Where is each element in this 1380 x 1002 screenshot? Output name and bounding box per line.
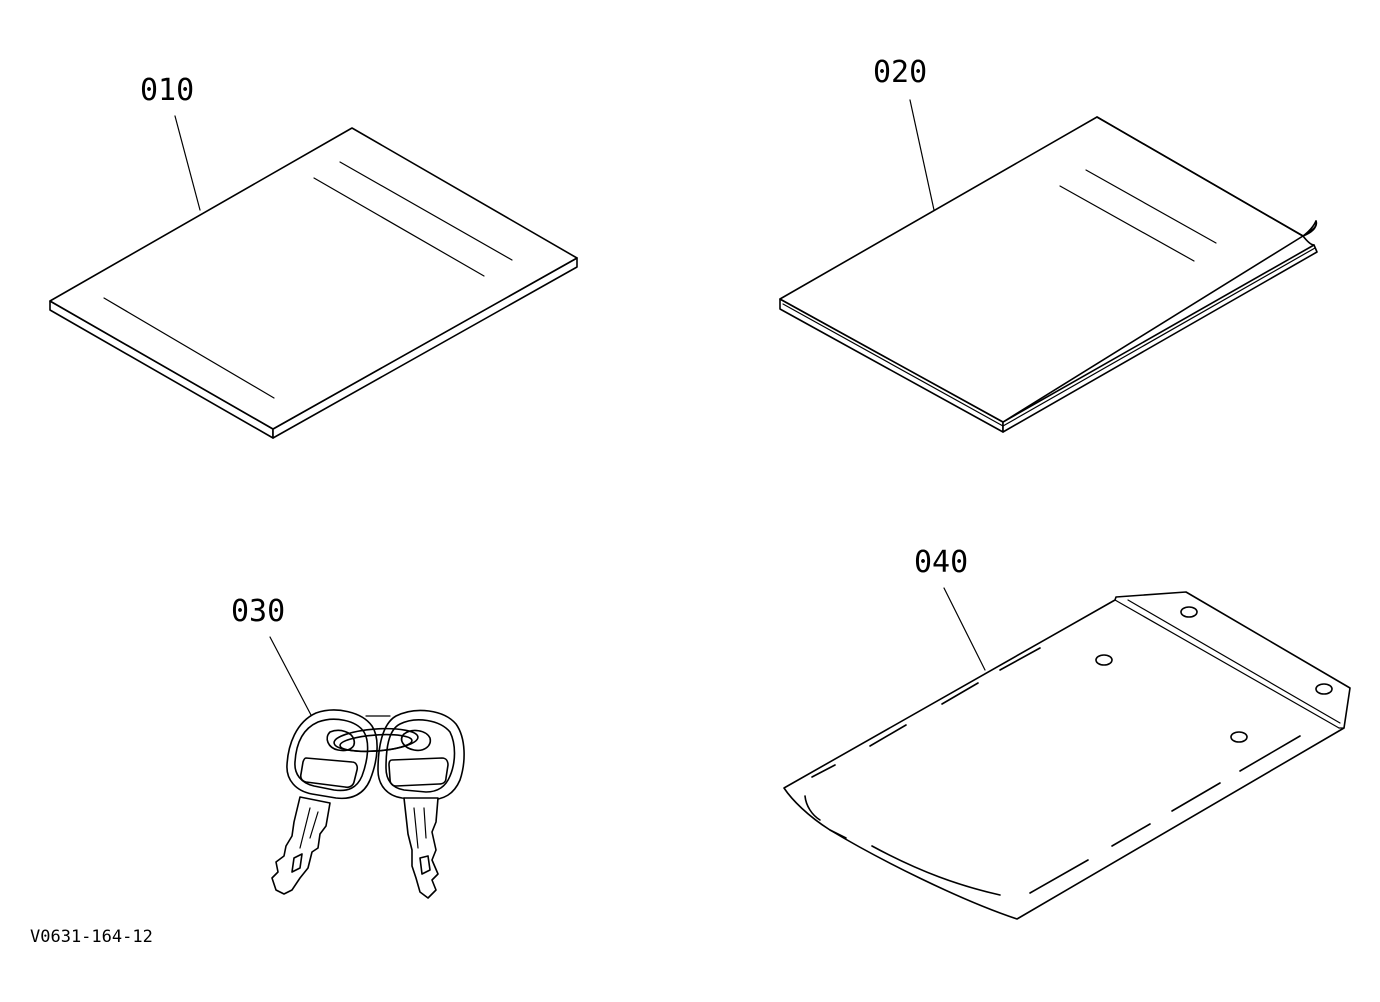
part-030: 030	[231, 594, 465, 899]
leader-line-040	[943, 587, 986, 671]
leader-line-020	[909, 99, 935, 211]
booklet-icon	[779, 116, 1318, 433]
part-040: 040	[783, 545, 1351, 920]
document-holder-icon	[783, 591, 1351, 920]
key-pair-icon	[271, 709, 465, 899]
drawing-number: V0631-164-12	[30, 927, 153, 947]
callout-040: 040	[914, 545, 968, 580]
callout-030: 030	[231, 594, 285, 629]
part-020: 010 020	[779, 55, 1318, 433]
part-010: 010	[49, 73, 578, 439]
book-icon	[49, 127, 578, 439]
callout-020-label: 020	[873, 55, 927, 90]
callout-010: 010	[140, 73, 194, 108]
leader-line-010	[174, 115, 201, 211]
leader-line-030	[269, 636, 312, 716]
